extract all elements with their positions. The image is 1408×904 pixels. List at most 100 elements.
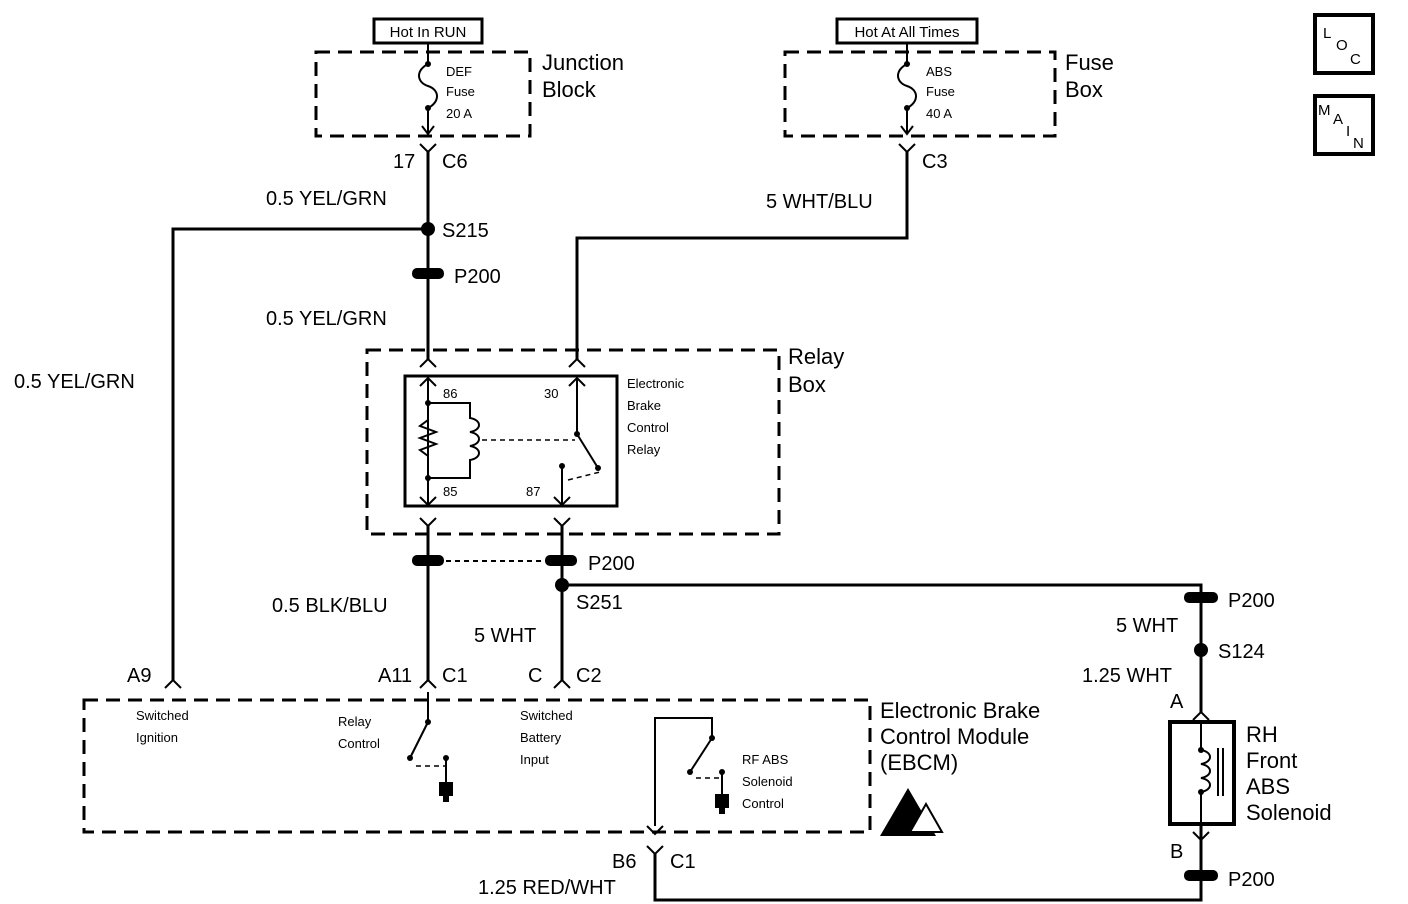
rh-front-abs-solenoid: RH Front ABS Solenoid [1168, 720, 1332, 826]
svg-text:17: 17 [393, 151, 415, 173]
relay-pin-85: 85 [443, 484, 457, 499]
connector-a: A [1170, 691, 1210, 721]
def-fuse-label-2: Fuse [446, 84, 475, 99]
relay-box-input-30 [568, 357, 586, 368]
relay-box-name-1: Relay [788, 344, 844, 369]
relay-name-1: Electronic [627, 376, 685, 391]
connector-c-c2: C C2 [528, 665, 602, 689]
relay-box: Relay Box [365, 344, 844, 536]
rf-abs-solenoid-control: RF ABS Solenoid Control [646, 717, 793, 836]
wire-blk-blu-label: 0.5 BLK/BLU [272, 595, 388, 617]
connector-p200-right-top: P200 [1184, 590, 1275, 612]
relay-box-name-2: Box [788, 372, 826, 397]
main-letter-i: I [1346, 123, 1350, 140]
svg-text:S251: S251 [576, 592, 623, 614]
def-fuse-label-1: DEF [446, 64, 472, 79]
svg-text:S124: S124 [1218, 641, 1265, 663]
connector-b6-c1: B6 C1 [612, 845, 696, 873]
abs-fuse: ABS Fuse 40 A [897, 43, 955, 136]
junction-block: Junction Block [314, 50, 624, 138]
fuse-box-name-1: Fuse [1065, 50, 1114, 75]
svg-text:Switched: Switched [136, 708, 189, 723]
relay-pin-30: 30 [544, 386, 558, 401]
abs-fuse-label-1: ABS [926, 64, 952, 79]
def-fuse: DEF Fuse 20 A [418, 43, 475, 136]
svg-text:1.25 RED/WHT: 1.25 RED/WHT [478, 877, 616, 899]
main-button[interactable]: M A I N [1313, 94, 1375, 156]
wire-yel-grn-main: 0.5 YEL/GRN 0.5 YEL/GRN [266, 152, 430, 360]
svg-text:A9: A9 [127, 665, 151, 687]
relay-box-output-85 [419, 517, 437, 528]
svg-text:Solenoid: Solenoid [742, 774, 793, 789]
hot-at-all-times-label: Hot At All Times [835, 17, 979, 45]
wire-wht-label: 5 WHT [474, 625, 536, 647]
svg-text:Relay: Relay [338, 714, 372, 729]
abs-fuse-label-2: Fuse [926, 84, 955, 99]
svg-text:Hot In RUN: Hot In RUN [390, 24, 467, 41]
ebcm-name-3: (EBCM) [880, 750, 958, 775]
solenoid-name-3: ABS [1246, 774, 1290, 799]
switched-battery-input: Switched Battery Input [520, 708, 573, 767]
relay-control-circuit: Relay Control [338, 692, 453, 802]
fuse-box: Fuse Box [783, 50, 1114, 138]
svg-text:P200: P200 [1228, 869, 1275, 891]
relay-name-4: Relay [627, 442, 661, 457]
svg-text:P200: P200 [588, 553, 635, 575]
ebcm-module: Electronic Brake Control Module (EBCM) [82, 698, 1040, 834]
relay-name-3: Control [627, 420, 669, 435]
svg-text:0.5 YEL/GRN: 0.5 YEL/GRN [14, 371, 135, 393]
connector-p200-right-bottom: P200 [1184, 869, 1275, 891]
svg-text:C: C [528, 665, 542, 687]
connector-p200-mid: P200 [412, 553, 635, 575]
svg-text:S215: S215 [442, 220, 489, 242]
abs-fuse-label-3: 40 A [926, 106, 952, 121]
connector-c6: 17 C6 [393, 143, 468, 173]
solenoid-name-2: Front [1246, 748, 1297, 773]
svg-text:0.5 YEL/GRN: 0.5 YEL/GRN [266, 188, 387, 210]
solenoid-name-1: RH [1246, 722, 1278, 747]
hot-in-run-label: Hot In RUN [372, 17, 484, 45]
connector-b: B [1170, 831, 1210, 863]
svg-text:Control: Control [338, 736, 380, 751]
svg-text:C1: C1 [670, 851, 696, 873]
svg-text:Control: Control [742, 796, 784, 811]
splice-s124: S124 [1194, 641, 1265, 663]
loc-letter-o: O [1336, 37, 1348, 54]
esd-warning-icon [880, 788, 944, 836]
svg-text:B: B [1170, 841, 1183, 863]
svg-text:C1: C1 [442, 665, 468, 687]
loc-letter-l: L [1323, 25, 1331, 42]
junction-block-name-2: Block [542, 77, 597, 102]
main-letter-n: N [1353, 135, 1364, 152]
solenoid-name-4: Solenoid [1246, 800, 1332, 825]
fuse-box-name-2: Box [1065, 77, 1103, 102]
svg-text:C3: C3 [922, 151, 948, 173]
ebcm-relay: Electronic Brake Control Relay 86 85 30 … [403, 374, 685, 508]
svg-text:C2: C2 [576, 665, 602, 687]
svg-text:C6: C6 [442, 151, 468, 173]
svg-text:0.5 YEL/GRN: 0.5 YEL/GRN [266, 308, 387, 330]
relay-pin-87: 87 [526, 484, 540, 499]
def-fuse-label-3: 20 A [446, 106, 472, 121]
wire-125-wht-label: 1.25 WHT [1082, 665, 1172, 687]
svg-text:Battery: Battery [520, 730, 562, 745]
svg-text:Ignition: Ignition [136, 730, 178, 745]
svg-text:5 WHT/BLU: 5 WHT/BLU [766, 191, 873, 213]
svg-text:Hot At All Times: Hot At All Times [854, 24, 959, 41]
connector-p200-top: P200 [412, 266, 501, 288]
svg-text:Input: Input [520, 752, 549, 767]
relay-box-input-86 [419, 357, 437, 368]
svg-text:B6: B6 [612, 851, 636, 873]
relay-name-2: Brake [627, 398, 661, 413]
splice-s215: S215 [421, 220, 489, 242]
svg-text:Switched: Switched [520, 708, 573, 723]
loc-button[interactable]: L O C [1313, 13, 1375, 75]
wire-wht-right-label: 5 WHT [1116, 615, 1178, 637]
wire-to-solenoid [562, 583, 1203, 712]
relay-box-output-87 [553, 517, 571, 528]
svg-text:RF ABS: RF ABS [742, 752, 789, 767]
connector-a9: A9 [127, 665, 182, 689]
switched-ignition-input: Switched Ignition [136, 708, 189, 745]
